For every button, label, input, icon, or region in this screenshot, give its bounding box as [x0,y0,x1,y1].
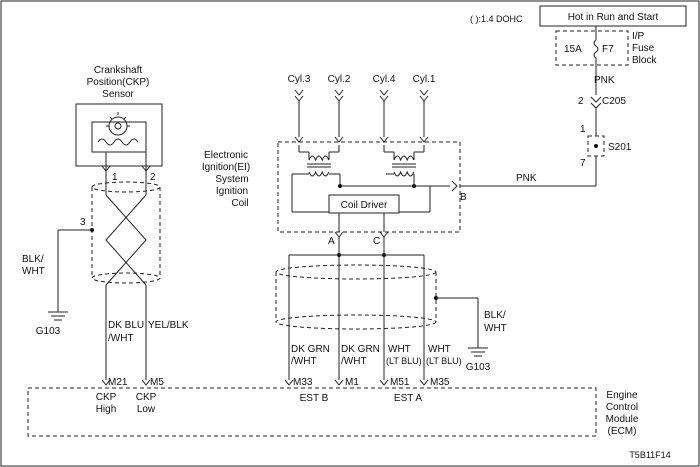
wire-blk-wht-right-1: BLK/ [484,310,506,321]
connector-c205-bottom [590,102,602,109]
ckp-title-3: Sensor [102,89,134,100]
twisted-wire-b [105,194,147,286]
ckp-pin-1: 1 [112,172,118,183]
coil-pin-a: A [328,236,335,247]
engine-note: ( ):1.4 DOHC [470,14,523,24]
ecm-pin-m5: M5 [150,377,164,388]
ckp-pin-2: 2 [150,172,156,183]
wire-pnk-lower-label: PNK [516,173,537,184]
c205-pin: 2 [578,96,584,107]
wire-dk-grn-wht-1a: DK GRN [291,344,330,355]
ckp-coil-icon [97,138,139,146]
fuse-block-label-2: Fuse [632,43,655,54]
est-shield-bottom [275,314,437,330]
ecm-ckp-high-1: CKP [96,392,117,403]
ecm-est-a: EST A [394,393,422,404]
twisted-wire-a [105,194,147,286]
connector-b-icon [451,180,458,192]
cyl-label-2: Cyl.2 [328,74,351,85]
ckp-sensor-outer [75,103,163,167]
fuse-name: F7 [602,44,614,55]
ckp-sensor-inner [91,121,147,153]
ckp-title-1: Crankshaft [94,65,143,76]
wire-dk-grn-wht-2b: /WHT [341,356,367,367]
wire-wht-lt-blu-1b: (LT BLU) [386,356,422,366]
ground-right-icon [468,347,488,357]
wire-yel-blk: YEL/BLK [148,320,189,331]
wire-blk-wht-left-1: BLK/ [22,254,44,265]
fuse-block-label-1: I/P [632,31,645,42]
shield-top [91,181,161,193]
wire-dk-grn-wht-1b: /WHT [291,356,317,367]
ecm-title-3: Module [606,414,639,425]
ecm-pin-m35: M35 [430,377,450,388]
coil-title-5: Coil [231,198,248,209]
coil-windings [291,145,450,213]
ecm-title-2: Control [606,402,638,413]
ecm-pin-m1: M1 [345,377,359,388]
wire-wht-lt-blu-1a: WHT [388,344,411,355]
ecm-pin-m33: M33 [293,377,313,388]
cyl-label-4: Cyl.1 [413,74,436,85]
c205-label: C205 [602,96,626,107]
s201-label: S201 [608,142,632,153]
coil-title-4: Ignition [216,186,248,197]
coil-title-1: Electronic [204,150,248,161]
coil-module-outline [277,141,461,233]
ckp-pin-3: 3 [80,217,86,228]
s201-pin-bottom: 7 [580,158,586,169]
cyl-label-1: Cyl.3 [288,74,311,85]
wire-dk-blu-wht-2: /WHT [108,333,134,344]
power-label: Hot in Run and Start [568,12,659,23]
ecm-ckp-low-2: Low [137,404,156,415]
coil-pin-c: C [373,236,380,247]
ecm-ckp-high-2: High [96,404,117,415]
ecm-title-4: (ECM) [608,426,637,437]
ground-left-icon [48,311,68,321]
wire-blk-wht-left-2: WHT [22,266,45,277]
ckp-title-2: Position(CKP) [87,77,150,88]
ecm-ckp-low-1: CKP [136,392,157,403]
coil-driver-label: Coil Driver [341,200,388,211]
ground-left-label: G103 [36,326,61,337]
ecm-pin-m21: M21 [108,377,128,388]
wire-dk-blu-wht-1: DK BLU [108,320,144,331]
spark-lead-icons [294,89,429,143]
fuse-rating: 15A [564,44,582,55]
ecm-title-1: Engine [606,390,638,401]
cyl-label-3: Cyl.4 [373,74,396,85]
coil-pin-b: B [460,192,467,203]
coil-title-3: System [215,174,248,185]
ecm-est-b: EST B [300,393,329,404]
fuse-block-outline [555,30,629,66]
wire-wht-lt-blu-2b: (LT BLU) [426,356,462,366]
ckp-reluctor-icon [108,116,128,136]
connector-c-icon [379,231,389,238]
connector-a-icon [334,231,344,238]
s201-pin-top: 1 [580,124,586,135]
fuse-icon [593,39,599,59]
figure-code: T5B11F14 [629,450,670,460]
ecm-pin-m51: M51 [390,377,410,388]
shield-bottom [91,272,161,284]
fuse-block-label-3: Block [632,55,657,66]
ecm-connector-icons [101,379,429,386]
power-box [539,5,687,27]
est-shield-top [275,264,437,280]
coil-driver-box [328,194,400,214]
connector-c205-top [590,96,602,103]
ground-right-label: G103 [466,362,491,373]
wire-blk-wht-right-2: WHT [484,323,507,334]
wire-dk-grn-wht-2a: DK GRN [341,344,380,355]
ecm-outline [27,387,597,437]
coil-title-2: Ignition(EI) [202,162,250,173]
wire-pnk-upper: PNK [594,75,615,86]
wire-wht-lt-blu-2a: WHT [428,344,451,355]
